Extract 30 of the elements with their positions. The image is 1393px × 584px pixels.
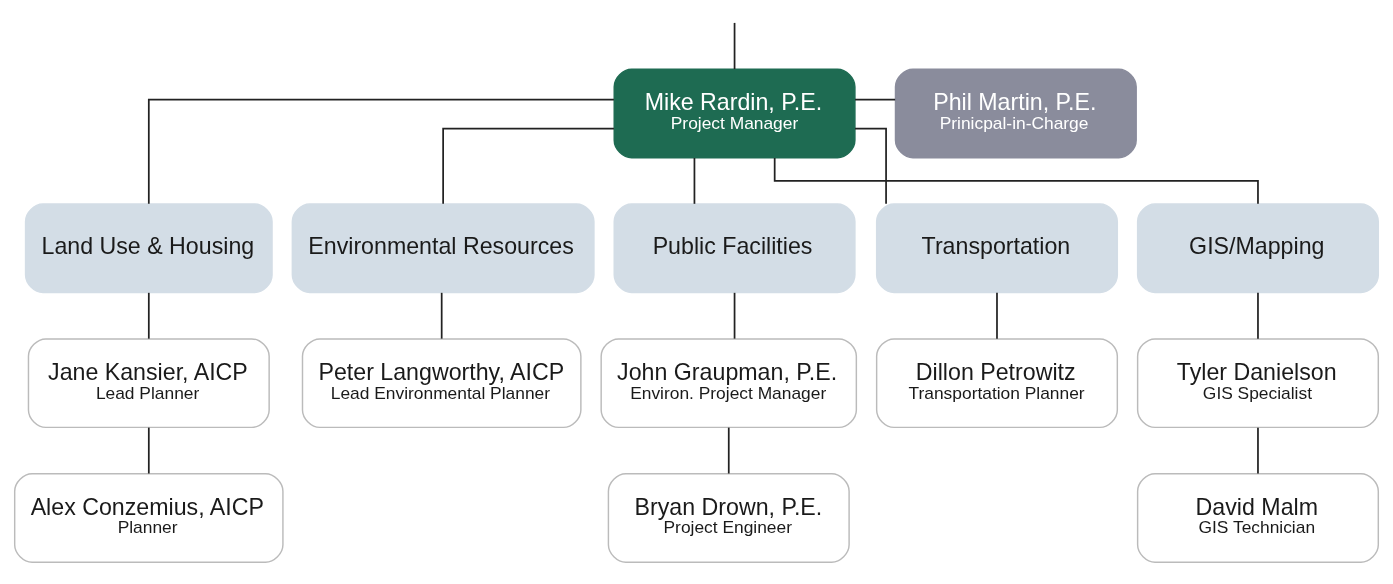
node-box: Mike Rardin, P.E. Project Manager	[613, 68, 856, 159]
node-box: Jane Kansier, AICP Lead Planner	[27, 338, 270, 429]
node-box: Peter Langworthy, AICP Lead Environmental Planner	[301, 338, 582, 429]
node-box: Tyler Danielson GIS Specialist	[1136, 338, 1380, 429]
connector	[854, 127, 887, 205]
connector	[147, 291, 150, 340]
node-box: Alex Conzemius, AICP Planner	[13, 473, 284, 563]
node-box: David Malm GIS Technician	[1136, 473, 1380, 563]
node-box: John Graupman, P.E. Environ. Project Manager	[600, 338, 858, 429]
node-box: GIS/Mapping	[1136, 203, 1380, 294]
node-box: Environmental Resources	[291, 203, 595, 294]
connector	[773, 157, 1259, 205]
connector	[727, 426, 730, 475]
connector	[147, 98, 615, 205]
connector	[442, 127, 615, 205]
connector	[1257, 426, 1259, 475]
node-box: Public Facilities	[613, 203, 856, 294]
node-box: Transportation	[875, 203, 1119, 294]
node-box: Land Use & Housing	[24, 203, 273, 294]
connector	[996, 291, 998, 340]
node-box: Bryan Drown, P.E. Project Engineer	[607, 473, 850, 563]
node-box: Dillon Petrowitz Transportation Planner	[875, 338, 1119, 429]
connector	[440, 291, 443, 340]
connector	[733, 291, 736, 340]
connector	[1257, 291, 1259, 340]
connector	[693, 157, 696, 205]
connector	[147, 426, 150, 475]
node-box: Phil Martin, P.E. Prinicpal-in-Charge	[894, 68, 1137, 159]
connector	[733, 22, 736, 70]
connector	[854, 98, 896, 101]
